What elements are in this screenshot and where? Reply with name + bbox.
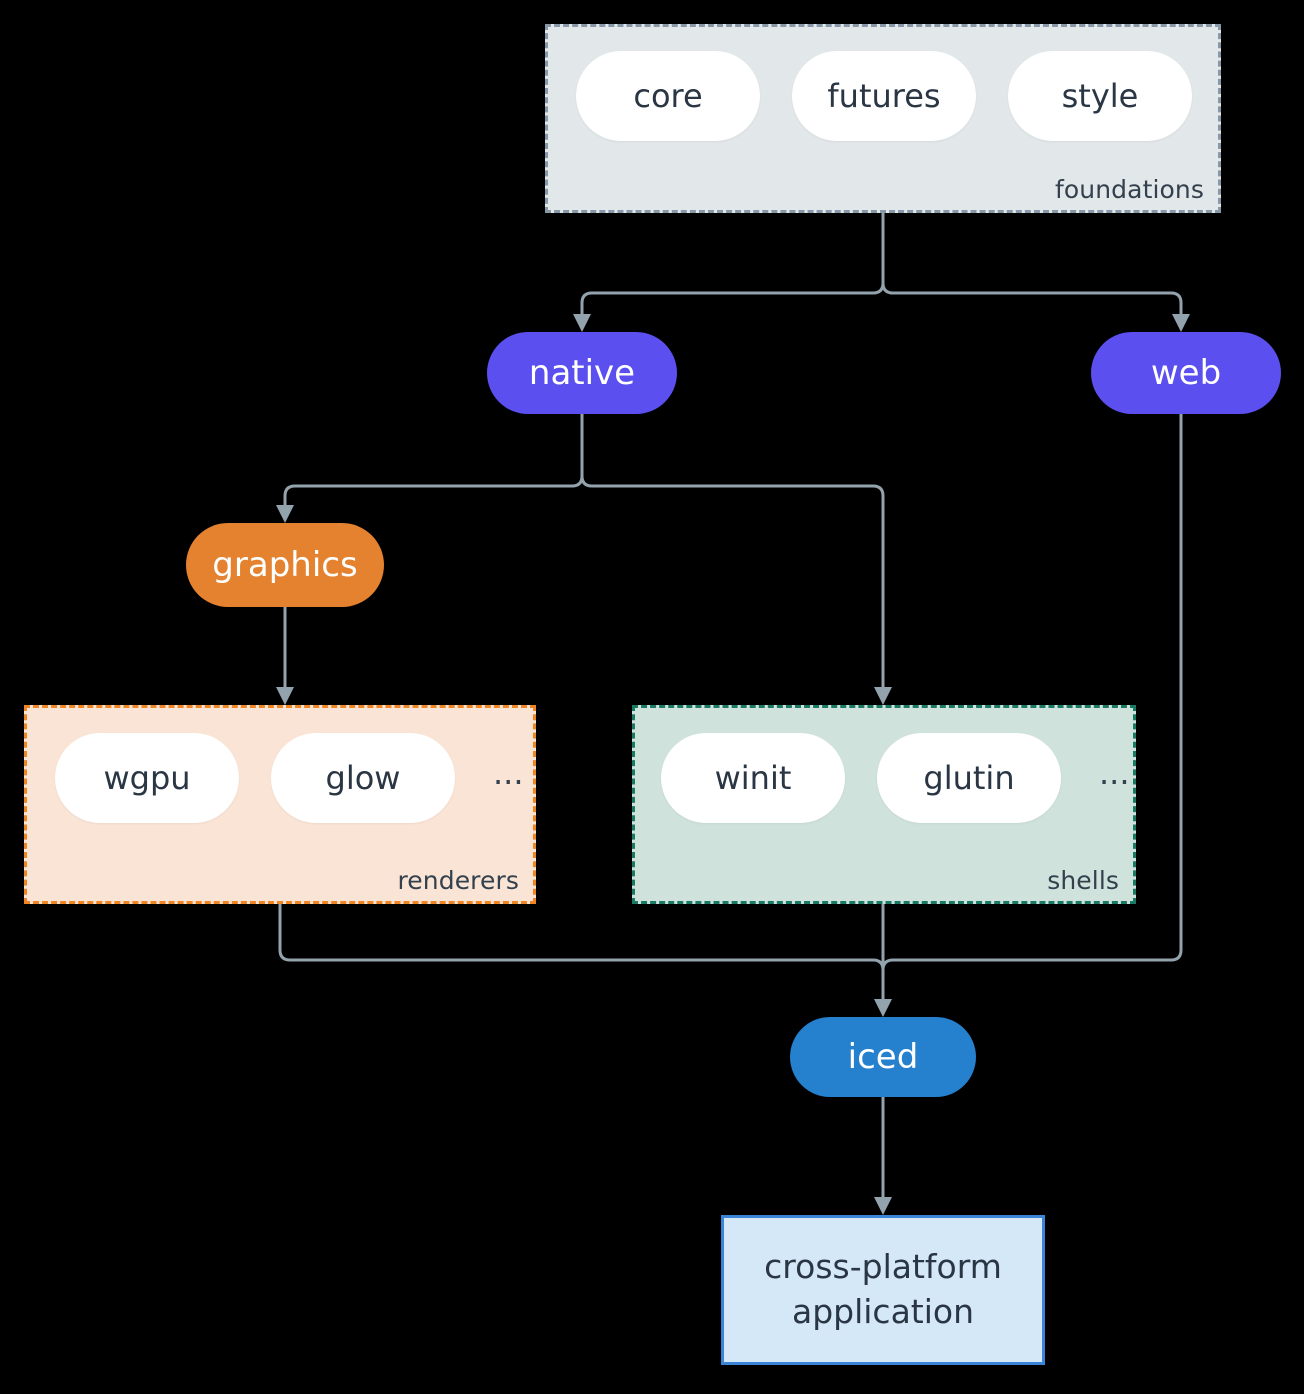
group-label-renderers: renderers (397, 866, 519, 895)
edge-native-to-shells (580, 412, 885, 696)
application-label-line2: application (791, 1292, 975, 1331)
renderers-items: wgpu glow ... (55, 733, 524, 823)
arrowhead-native (573, 314, 591, 332)
node-core[interactable]: core (576, 51, 760, 141)
node-winit[interactable]: winit (661, 733, 845, 823)
node-graphics[interactable]: graphics (186, 523, 384, 607)
arrowhead-graphics (276, 505, 294, 523)
renderers-ellipsis: ... (493, 754, 524, 792)
group-label-shells: shells (1047, 866, 1119, 895)
edge-foundations-split (881, 211, 1183, 324)
arrowhead-application (874, 1197, 892, 1215)
shells-items: winit glutin ... (661, 733, 1130, 823)
arrowhead-shells (874, 687, 892, 705)
node-wgpu[interactable]: wgpu (55, 733, 239, 823)
node-iced[interactable]: iced (790, 1017, 976, 1097)
edge-renderers-to-iced (278, 902, 885, 1009)
node-style[interactable]: style (1008, 51, 1192, 141)
group-label-foundations: foundations (1055, 175, 1204, 204)
arrowhead-renderers (276, 687, 294, 705)
application-label-line1: cross-platform (764, 1247, 1002, 1287)
node-web[interactable]: web (1091, 332, 1281, 414)
arrowhead-web (1172, 314, 1190, 332)
group-shells: winit glutin ... shells (632, 705, 1136, 904)
node-native[interactable]: native (487, 332, 677, 414)
edge-foundations-to-native (580, 211, 885, 324)
node-cross-platform-application[interactable]: cross-platform application (721, 1215, 1045, 1365)
foundations-items: core futures style (576, 51, 1192, 141)
arrowhead-iced (874, 999, 892, 1017)
node-glutin[interactable]: glutin (877, 733, 1061, 823)
group-renderers: wgpu glow ... renderers (24, 705, 536, 904)
shells-ellipsis: ... (1099, 754, 1130, 792)
node-glow[interactable]: glow (271, 733, 455, 823)
node-futures[interactable]: futures (792, 51, 976, 141)
group-foundations: core futures style foundations (545, 24, 1221, 213)
edge-native-to-graphics (283, 412, 584, 515)
